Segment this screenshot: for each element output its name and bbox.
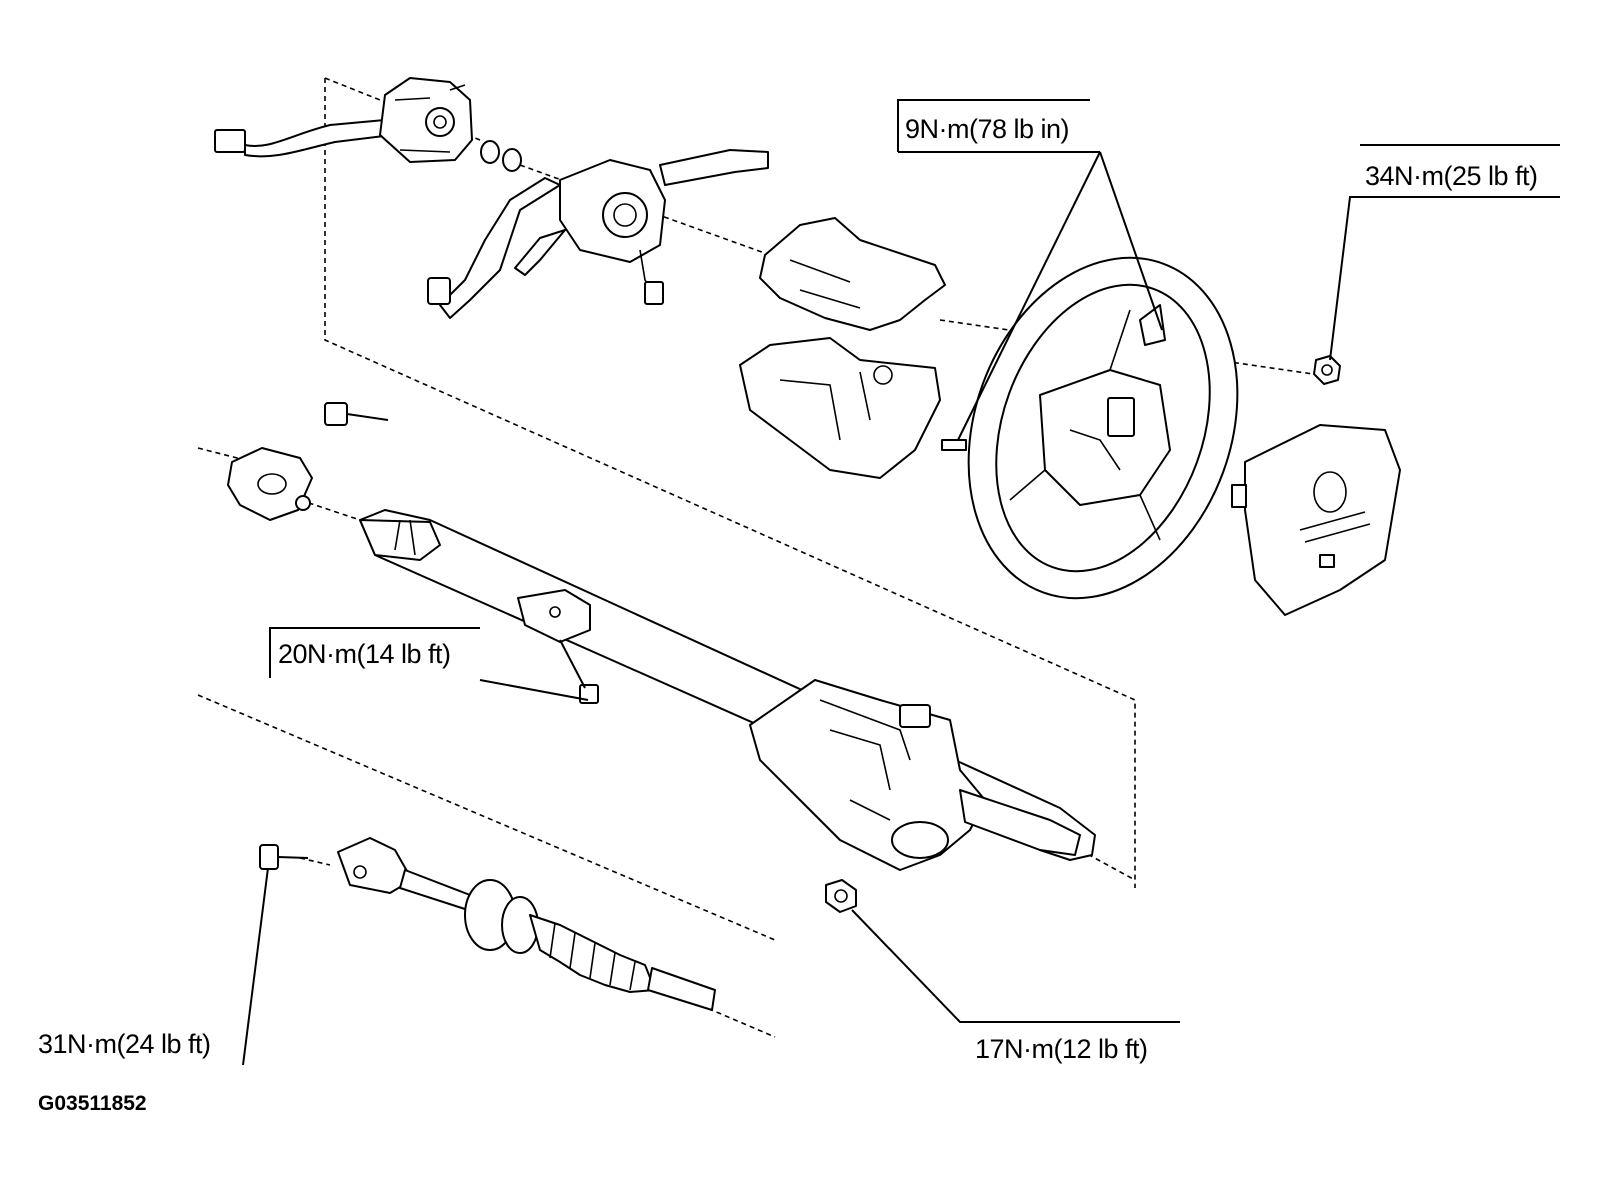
- combination-switch: [214, 77, 522, 172]
- figure-id: G03511852: [38, 1092, 147, 1115]
- steering-wheel-bolt: [941, 439, 967, 451]
- clock-spring-switch-assembly: [427, 149, 769, 319]
- column-bracket-plate: [227, 447, 313, 521]
- column-mount-nut: [825, 879, 857, 913]
- steering-wheel: [967, 256, 1239, 600]
- torque-label-steering-wheel-bolt: 9N·m(78 lb in): [905, 114, 1069, 144]
- steering-wheel-nut: [1313, 355, 1341, 385]
- intermediate-shaft: [337, 837, 716, 1011]
- steering-column: [359, 509, 1096, 871]
- column-bolt-upper: [324, 402, 389, 426]
- torque-label-column-mount-bolt: 20N·m(14 lb ft): [278, 639, 451, 669]
- air-bag-module: [1231, 424, 1401, 616]
- column-cover-lower: [739, 337, 941, 479]
- column-cover-upper: [759, 217, 946, 331]
- torque-label-column-mount-nut: 17N·m(12 lb ft): [975, 1034, 1148, 1064]
- torque-label-intermediate-shaft-bolt: 31N·m(24 lb ft): [38, 1029, 211, 1059]
- torque-label-steering-wheel-nut: 34N·m(25 lb ft): [1365, 161, 1538, 191]
- column-mount-bolt: [559, 639, 599, 704]
- callout-leader-lines: [242, 99, 1560, 1066]
- intermediate-shaft-bolt: [259, 844, 309, 870]
